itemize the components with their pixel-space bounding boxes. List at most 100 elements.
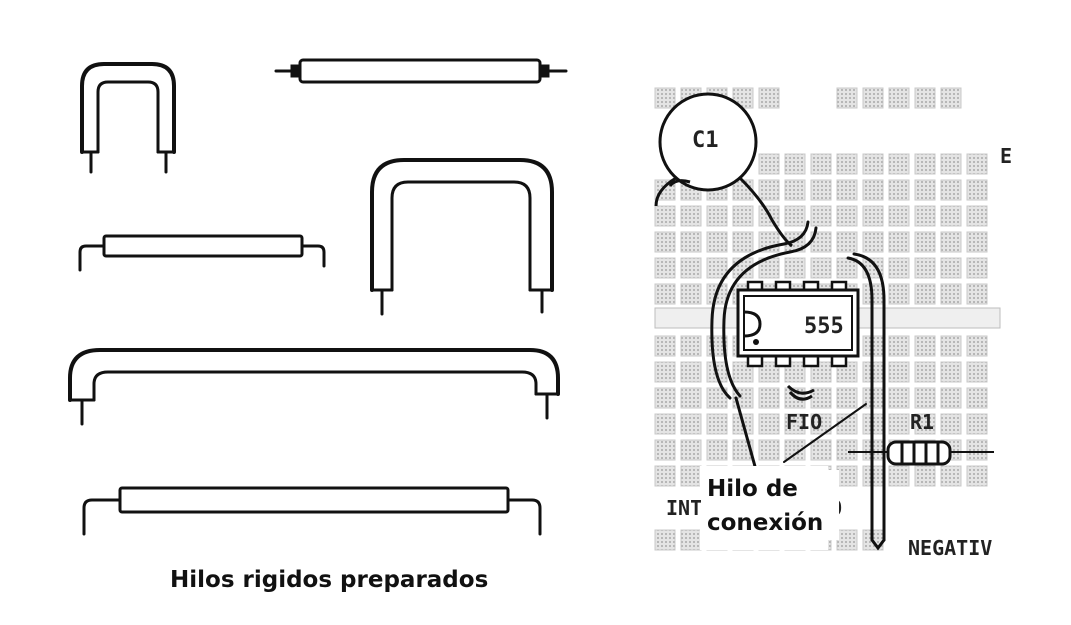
resistor-r1 — [848, 440, 994, 466]
breadboard-hole — [706, 231, 728, 253]
breadboard-hole — [680, 283, 702, 305]
breadboard-hole — [966, 465, 988, 487]
breadboard-hole — [680, 413, 702, 435]
label-555: 555 — [804, 314, 844, 339]
breadboard-hole — [862, 179, 884, 201]
callout-connection-wire: Hilo de conexión — [701, 470, 839, 540]
breadboard-hole — [810, 439, 832, 461]
breadboard-hole — [836, 387, 858, 409]
breadboard-hole — [654, 205, 676, 227]
breadboard-hole — [888, 257, 910, 279]
breadboard-hole — [966, 231, 988, 253]
breadboard-hole — [784, 257, 806, 279]
breadboard-hole — [966, 387, 988, 409]
wire-bent-long — [82, 486, 542, 536]
breadboard-hole — [914, 335, 936, 357]
breadboard-hole — [680, 361, 702, 383]
breadboard-hole — [940, 335, 962, 357]
breadboard-hole — [706, 257, 728, 279]
breadboard-hole — [654, 87, 676, 109]
breadboard-hole — [940, 387, 962, 409]
breadboard-hole — [784, 413, 806, 435]
breadboard-hole — [784, 153, 806, 175]
breadboard-hole — [836, 439, 858, 461]
breadboard-hole — [680, 387, 702, 409]
breadboard-hole — [888, 361, 910, 383]
breadboard-hole — [810, 257, 832, 279]
label-int: INT — [666, 496, 703, 520]
breadboard-hole — [940, 205, 962, 227]
breadboard-hole — [914, 283, 936, 305]
breadboard-hole — [914, 257, 936, 279]
breadboard-hole — [862, 87, 884, 109]
breadboard-hole — [654, 231, 676, 253]
breadboard-hole — [914, 205, 936, 227]
breadboard-hole — [680, 231, 702, 253]
breadboard-hole — [862, 153, 884, 175]
label-negative: NEGATIV — [908, 536, 993, 560]
breadboard-hole — [888, 205, 910, 227]
breadboard-hole — [888, 387, 910, 409]
breadboard-hole — [888, 87, 910, 109]
breadboard-hole — [888, 413, 910, 435]
breadboard-hole — [758, 179, 780, 201]
breadboard-hole — [758, 413, 780, 435]
breadboard-hole — [784, 205, 806, 227]
breadboard-hole — [940, 465, 962, 487]
breadboard-hole — [940, 413, 962, 435]
breadboard-hole — [888, 465, 910, 487]
board-wires — [710, 220, 886, 551]
breadboard-hole — [940, 179, 962, 201]
breadboard-hole — [680, 335, 702, 357]
breadboard-hole — [784, 179, 806, 201]
breadboard-hole — [732, 205, 754, 227]
breadboard-hole — [836, 87, 858, 109]
breadboard-hole — [836, 231, 858, 253]
breadboard-hole — [888, 153, 910, 175]
label-fio: FIO — [786, 410, 823, 434]
breadboard-hole — [940, 87, 962, 109]
breadboard-hole — [654, 529, 676, 551]
wire-bent-small — [78, 234, 326, 272]
breadboard-hole — [758, 153, 780, 175]
breadboard-hole — [966, 257, 988, 279]
breadboard-hole — [758, 361, 780, 383]
breadboard-hole — [706, 439, 728, 461]
breadboard-hole — [940, 257, 962, 279]
wire-tall-u — [370, 158, 554, 316]
breadboard-hole — [966, 361, 988, 383]
breadboard-hole — [940, 153, 962, 175]
breadboard-hole — [680, 205, 702, 227]
breadboard-hole — [654, 413, 676, 435]
breadboard-hole — [654, 465, 676, 487]
figure-caption: Hilos rigidos preparados — [170, 567, 489, 593]
breadboard-hole — [758, 439, 780, 461]
breadboard-hole — [888, 283, 910, 305]
label-c1: C1 — [692, 128, 719, 153]
breadboard-hole — [654, 335, 676, 357]
breadboard-hole — [680, 529, 702, 551]
breadboard-hole — [836, 179, 858, 201]
breadboard-hole — [810, 205, 832, 227]
breadboard-hole — [888, 335, 910, 357]
wire-small-u — [80, 62, 176, 174]
breadboard-hole — [810, 179, 832, 201]
prepared-wires — [68, 58, 568, 536]
breadboard-hole — [836, 153, 858, 175]
breadboard-hole — [706, 205, 728, 227]
breadboard-hole — [654, 439, 676, 461]
breadboard-hole — [732, 231, 754, 253]
breadboard-hole — [940, 231, 962, 253]
breadboard-hole — [680, 439, 702, 461]
breadboard-hole — [706, 387, 728, 409]
breadboard-hole — [966, 153, 988, 175]
breadboard-hole — [810, 153, 832, 175]
breadboard-hole — [966, 283, 988, 305]
capacitor-c1 — [654, 92, 793, 248]
breadboard-hole — [654, 361, 676, 383]
breadboard-hole — [914, 87, 936, 109]
wire-long-u — [68, 348, 560, 426]
breadboard-hole — [940, 361, 962, 383]
breadboard-hole — [888, 179, 910, 201]
